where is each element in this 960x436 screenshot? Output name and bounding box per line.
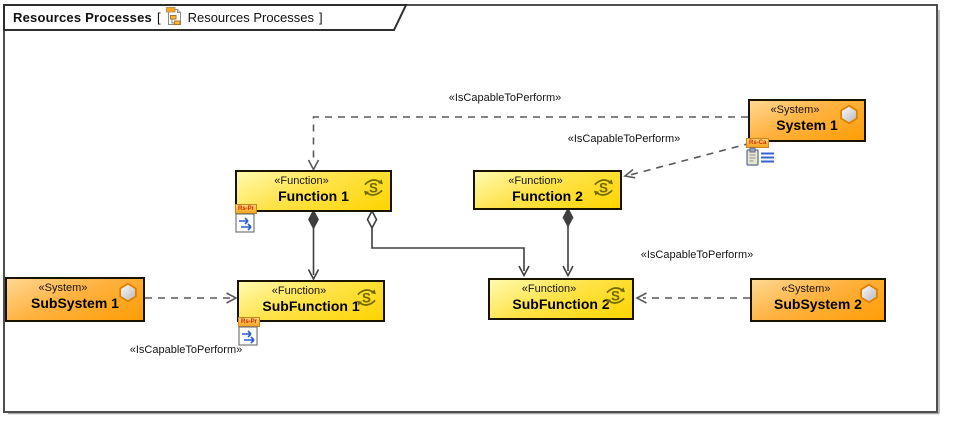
svg-text:S: S	[611, 288, 620, 303]
hexagon-icon	[858, 283, 880, 304]
node-name: SubSystem 2	[774, 296, 862, 312]
properties-note-icon	[746, 147, 774, 166]
node-function-2[interactable]: «Function» Function 2 S	[473, 170, 622, 210]
diagram-frame-tab-shape[interactable]	[3, 4, 408, 31]
diagram-frame	[3, 4, 938, 413]
svg-text:S: S	[599, 180, 608, 195]
function-behavior-icon: S	[591, 175, 616, 200]
diagram-frame-tab[interactable]: Resources Processes [ Resources Processe…	[13, 7, 323, 27]
subfunction1-attachment[interactable]: Rs-Pr	[238, 317, 264, 347]
function-behavior-icon: S	[603, 283, 628, 308]
edge-label-iscapabletoperform-diagonal[interactable]: «IsCapableToPerform»	[567, 133, 681, 145]
node-subfunction-2[interactable]: «Function» SubFunction 2 S	[488, 278, 634, 320]
rs-ca-tag: Rs-Ca	[746, 138, 770, 148]
edge-label-iscapabletoperform-top[interactable]: «IsCapableToPerform»	[448, 92, 562, 104]
stereotype-label: «Function»	[521, 283, 577, 295]
node-subfunction-1[interactable]: «Function» SubFunction 1 S	[237, 280, 385, 322]
stereotype-label: «System»	[38, 282, 88, 294]
function1-attachment[interactable]: Rs-Pr	[235, 204, 261, 234]
node-subsystem-1[interactable]: «System» SubSystem 1	[5, 277, 145, 322]
hexagon-icon	[117, 282, 139, 303]
stereotype-label: «System»	[781, 283, 831, 295]
bracket-open: [	[156, 9, 161, 25]
node-function-1[interactable]: «Function» Function 1 S	[235, 170, 392, 212]
stereotype-label: «Function»	[508, 175, 563, 187]
frame-shadow	[8, 10, 940, 415]
bracket-close: ]	[319, 9, 323, 25]
node-name: SubFunction 2	[512, 296, 610, 312]
node-name: Function 1	[278, 188, 349, 204]
node-name: System 1	[776, 117, 838, 133]
node-name: Function 2	[512, 188, 583, 204]
resources-processes-diagram-icon	[165, 7, 183, 27]
edge-composition-function1-subfunction1[interactable]	[307, 209, 320, 281]
node-system-1[interactable]: «System» System 1	[748, 99, 866, 142]
stereotype-label: «System»	[770, 104, 820, 116]
hexagon-icon	[838, 104, 860, 125]
edge-iscapabletoperform-subsystem2-subfunction2[interactable]	[635, 292, 750, 304]
function-behavior-icon: S	[354, 285, 379, 310]
stereotype-label: «Function»	[271, 285, 327, 297]
system1-attachment[interactable]: Rs-Ca	[746, 138, 780, 168]
edge-label-iscapabletoperform-bottom[interactable]: «IsCapableToPerform»	[129, 344, 243, 356]
node-name: SubSystem 1	[31, 295, 119, 311]
edge-iscapabletoperform-subsystem1-subfunction1[interactable]	[145, 292, 238, 304]
edge-label-iscapabletoperform-right[interactable]: «IsCapableToPerform»	[640, 249, 754, 261]
subdiagram-icon	[235, 213, 255, 233]
diagram-title: Resources Processes	[13, 9, 152, 25]
subdiagram-icon	[238, 326, 258, 346]
edge-iscapabletoperform-system1-function1[interactable]	[307, 116, 749, 172]
diagram-ref-name: Resources Processes	[187, 9, 315, 25]
edge-aggregation-function1-subfunction2[interactable]	[366, 209, 530, 278]
function-behavior-icon: S	[361, 175, 386, 200]
edge-composition-function2-subfunction2[interactable]	[562, 207, 574, 278]
edge-iscapabletoperform-system1-function2[interactable]	[623, 142, 752, 179]
node-subsystem-2[interactable]: «System» SubSystem 2	[750, 278, 886, 322]
stereotype-label: «Function»	[274, 175, 329, 187]
svg-text:S: S	[362, 290, 371, 305]
svg-text:S: S	[369, 180, 378, 195]
node-name: SubFunction 1	[262, 298, 360, 314]
